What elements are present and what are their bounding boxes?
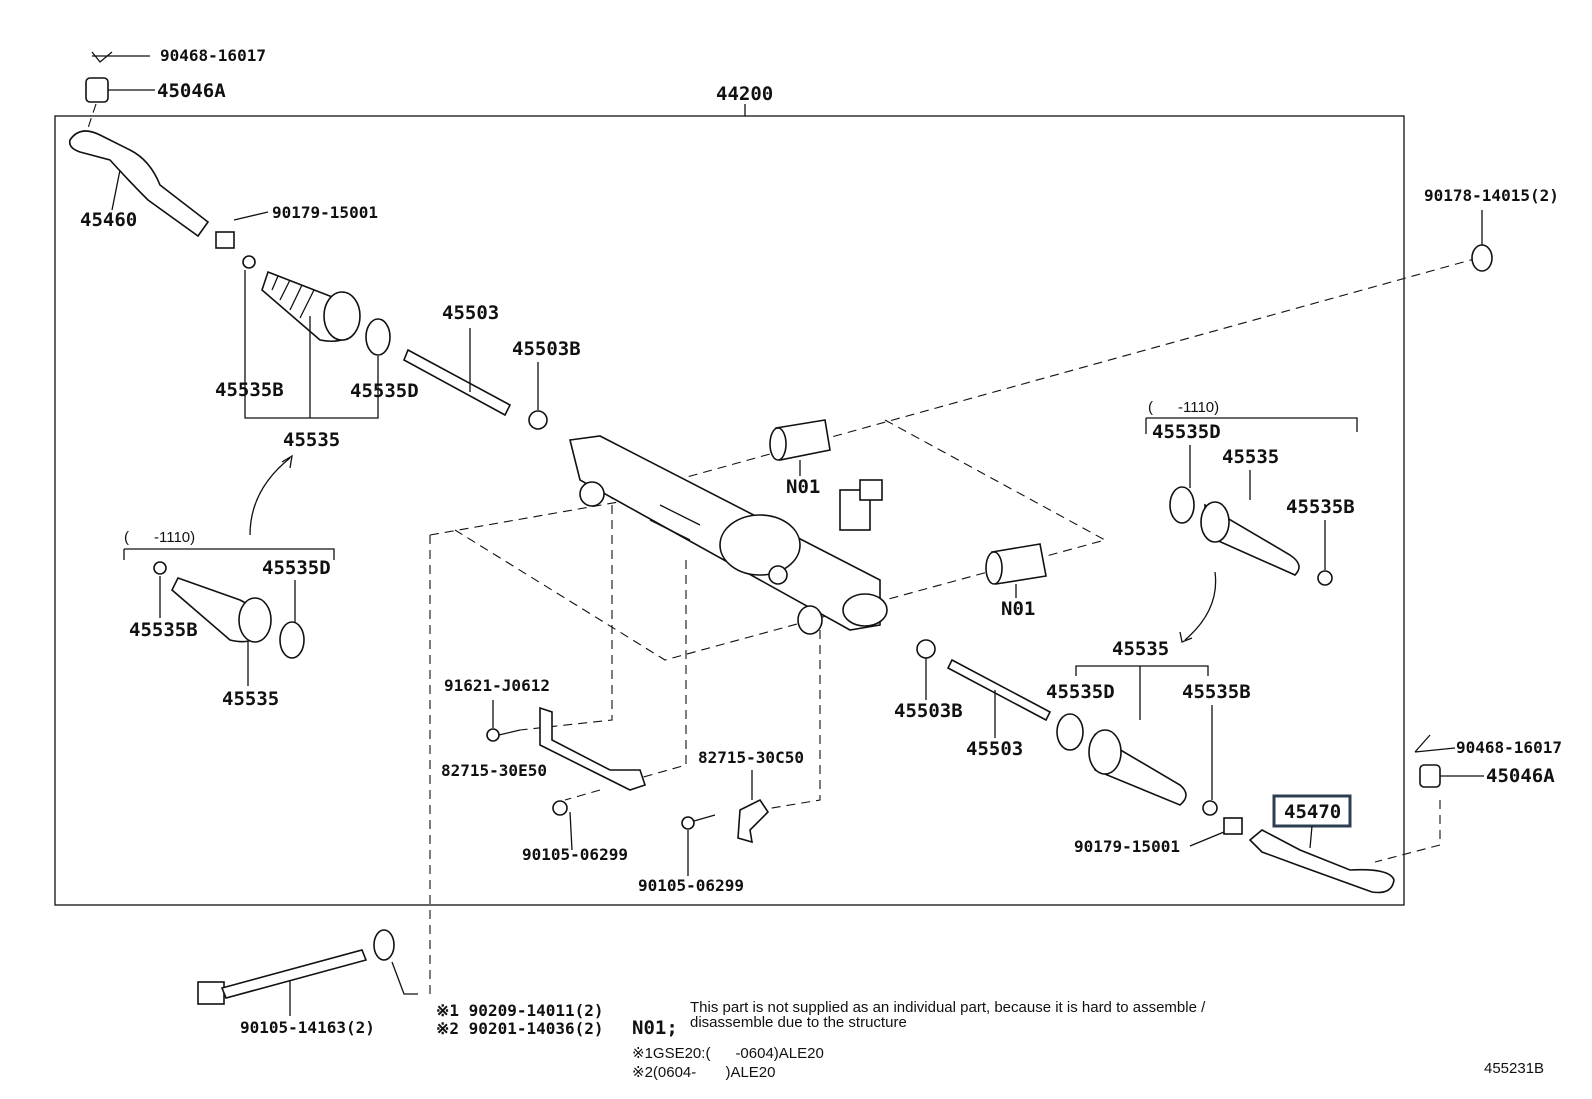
part-label: N01 <box>786 476 820 498</box>
bolt-icon <box>1471 244 1493 272</box>
bracket-lines <box>1075 665 1213 800</box>
part-label: 90178-14015(2) <box>1424 186 1559 205</box>
rack-end-right <box>946 658 1052 722</box>
part-label: ※1 90209-14011(2) <box>436 1001 604 1020</box>
bracket-lines <box>123 548 335 560</box>
cotter-pin-icon <box>1414 734 1456 753</box>
part-label: 90105-06299 <box>638 876 744 895</box>
part-label: 45503 <box>966 738 1023 760</box>
footnote: ※2(0604- )ALE20 <box>632 1064 775 1081</box>
cotter-pin-icon <box>91 51 150 63</box>
range-label: ( -1110) <box>1148 399 1219 416</box>
arrow-icon <box>249 457 291 536</box>
part-label: 45046A <box>157 80 226 102</box>
bracket-c50 <box>737 798 770 844</box>
clamp-icon <box>365 318 391 356</box>
assembly-frame <box>54 115 1405 906</box>
alignment-lines <box>429 257 1479 1000</box>
part-label: 45535 <box>1222 446 1279 468</box>
part-label: 82715-30E50 <box>441 761 547 780</box>
part-label: 45503B <box>512 338 581 360</box>
rack-end-left <box>402 348 512 417</box>
clip-icon <box>242 255 256 269</box>
part-label: 90468-16017 <box>1456 738 1562 757</box>
part-label: 45535B <box>129 619 198 641</box>
part-label: 90105-06299 <box>522 845 628 864</box>
steering-gear-housing <box>569 435 888 635</box>
washer-icon <box>528 410 548 430</box>
tie-rod-end-left <box>68 130 210 238</box>
assembly-label: 44200 <box>716 83 773 105</box>
range-label: ( -1110) <box>124 529 195 546</box>
part-label: 91621-J0612 <box>444 676 550 695</box>
part-label: 90179-15001 <box>1074 837 1180 856</box>
arrow-icon <box>1184 571 1217 641</box>
boot-left-top <box>261 270 361 343</box>
part-label: 45460 <box>80 209 137 231</box>
castle-nut-icon <box>1419 764 1441 788</box>
part-label: ※2 90201-14036(2) <box>436 1019 604 1038</box>
note-text: This part is not supplied as an individu… <box>690 999 1206 1016</box>
boot-left-lower <box>171 577 272 643</box>
lock-nut-icon <box>215 231 235 249</box>
washer-icon <box>373 929 395 961</box>
part-label: 45503 <box>442 302 499 324</box>
boot-right-lower <box>1088 729 1187 806</box>
part-label: 45535D <box>262 557 331 579</box>
bracket-e50 <box>539 706 647 791</box>
note-text: disassemble due to the structure <box>690 1014 907 1031</box>
part-label: 82715-30C50 <box>698 748 804 767</box>
washer-icon <box>916 639 936 659</box>
bushing-n01-b <box>985 543 1047 585</box>
part-label: 45535B <box>1182 681 1251 703</box>
part-label: 90468-16017 <box>160 46 266 65</box>
castle-nut-icon <box>85 77 109 103</box>
part-label: 90105-14163(2) <box>240 1018 375 1037</box>
part-label: 45503B <box>894 700 963 722</box>
bracket-lines <box>244 270 379 419</box>
part-label: 90179-15001 <box>272 203 378 222</box>
bushing-n01-a <box>769 419 831 461</box>
lock-nut-icon <box>1223 817 1243 835</box>
footnote: ※1GSE20:( -0604)ALE20 <box>632 1045 824 1062</box>
tie-rod-end-right <box>1248 829 1395 894</box>
note-code: N01; <box>632 1017 678 1039</box>
long-bolt <box>197 949 368 1005</box>
part-label: 45046A <box>1486 765 1555 787</box>
boot-right-upper <box>1200 501 1300 576</box>
part-label: 45535 <box>283 429 340 451</box>
bracket-lines <box>1145 417 1358 434</box>
part-label: 45535D <box>1046 681 1115 703</box>
part-label: 45535D <box>1152 421 1221 443</box>
figure-code: 455231B <box>1484 1060 1544 1077</box>
part-label: N01 <box>1001 598 1035 620</box>
part-label: 45535D <box>350 380 419 402</box>
part-label-highlighted[interactable]: 45470 <box>1284 801 1341 823</box>
part-label: 45535B <box>1286 496 1355 518</box>
part-label: 45535 <box>1112 638 1169 660</box>
part-label: 45535 <box>222 688 279 710</box>
part-label: 45535B <box>215 379 284 401</box>
